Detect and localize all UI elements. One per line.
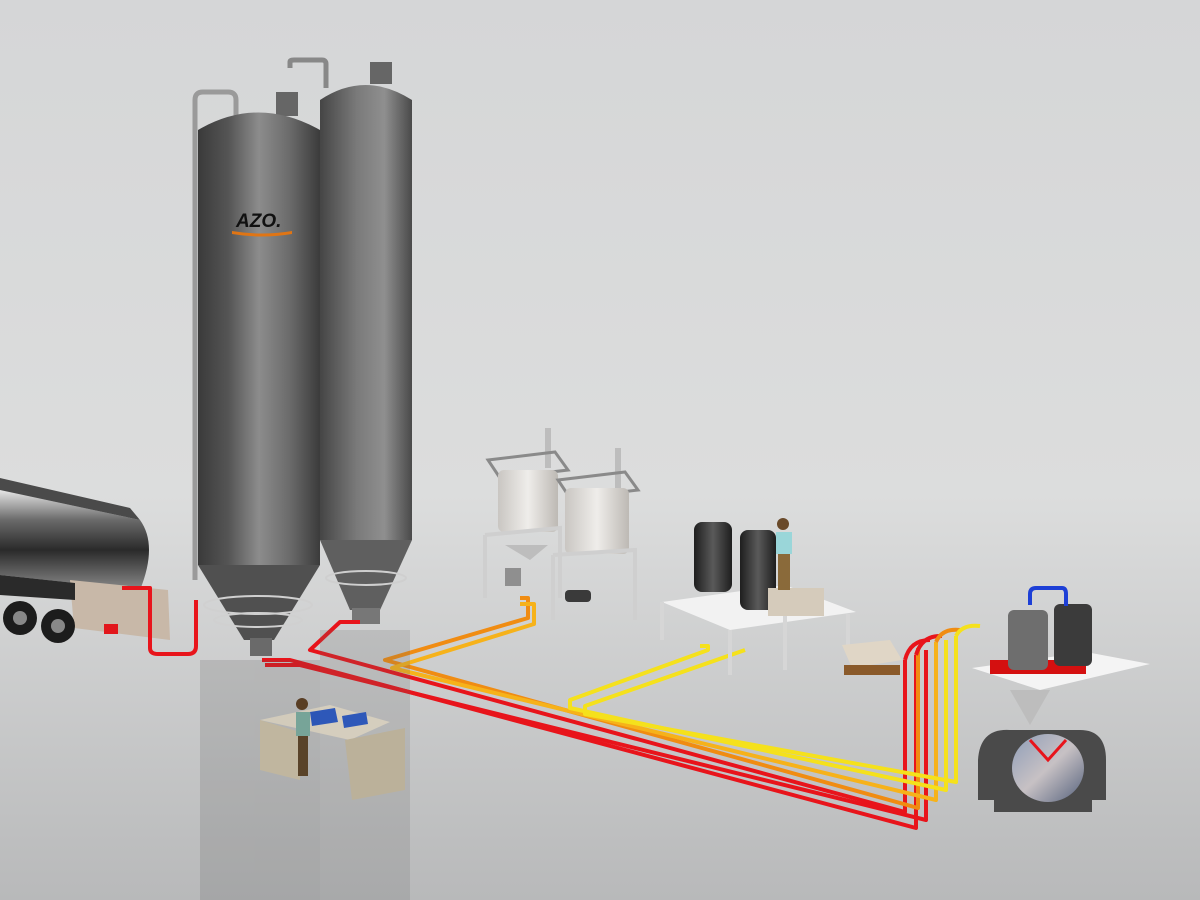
big-bag-station-1 xyxy=(483,428,571,598)
mixer xyxy=(972,586,1150,812)
pallet-of-bags xyxy=(842,640,902,675)
tanker-truck xyxy=(0,478,170,643)
control-desk xyxy=(260,698,405,800)
pipelines xyxy=(122,586,981,830)
logo-text: AZO. xyxy=(235,211,281,232)
bag-dump-station xyxy=(660,518,856,675)
big-bag-station-2 xyxy=(551,448,641,620)
azo-logo: AZO. xyxy=(232,211,292,237)
silo-1 xyxy=(192,89,320,656)
floor-reflections xyxy=(200,630,410,900)
